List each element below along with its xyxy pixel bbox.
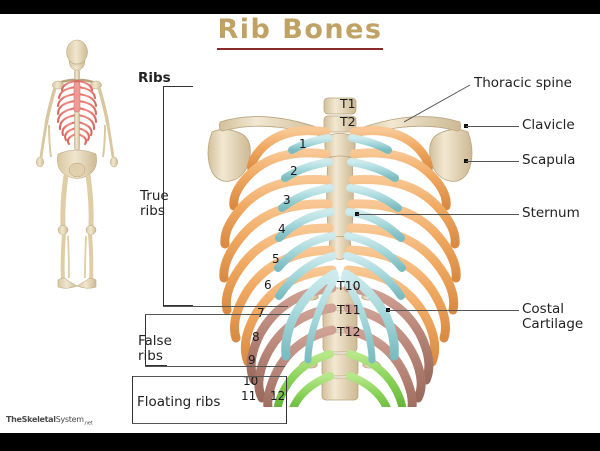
page-title: Rib Bones — [217, 14, 383, 50]
rib-number-8: 8 — [252, 330, 260, 344]
watermark-regular: System — [55, 415, 84, 424]
floating-ribs-leader-top — [132, 376, 287, 377]
scapula-left — [207, 129, 251, 182]
rib-number-11: 11 — [241, 389, 257, 403]
vertebra-label-T2: T2 — [340, 114, 356, 129]
rib-number-4: 4 — [278, 222, 286, 236]
true-ribs-group — [219, 126, 461, 367]
watermark-bold: TheSkeletal — [6, 415, 56, 424]
ribcage-illustration — [207, 97, 473, 407]
sternum-label: Sternum — [522, 205, 580, 221]
watermark-tld: .net — [83, 420, 93, 427]
clavicle-label: Clavicle — [522, 117, 575, 133]
floating-ribs-leader-bottom — [132, 423, 287, 424]
skeleton-thumbnail — [36, 39, 118, 289]
floating-ribs-label: Floating ribs — [137, 394, 221, 410]
floating-ribs-bracket-left — [132, 376, 134, 424]
costal-cartilage-group — [274, 134, 406, 364]
costal-cartilage-leader — [388, 310, 519, 311]
vertebra-label-T12: T12 — [337, 324, 361, 339]
rib-number-9: 9 — [248, 353, 256, 367]
ribs-heading: Ribs — [138, 70, 171, 86]
true-ribs-leader — [163, 306, 288, 307]
vertebra-label-T10: T10 — [337, 278, 361, 293]
thoracic-spine-leader — [404, 84, 471, 123]
scapula-label: Scapula — [522, 152, 576, 168]
page-title-wrap: Rib Bones — [0, 14, 600, 50]
rib-number-5: 5 — [272, 252, 280, 266]
rib-number-7: 7 — [257, 306, 265, 320]
floating-ribs-group — [273, 350, 407, 407]
scapula-right — [429, 129, 473, 182]
false-ribs-label: False ribs — [138, 333, 172, 364]
clavicle-leader — [466, 126, 519, 127]
rib-number-12: 12 — [270, 389, 286, 403]
vertebra-label-T1: T1 — [340, 96, 356, 111]
rib-number-2: 2 — [290, 164, 298, 178]
rib-number-10: 10 — [243, 374, 259, 388]
true-ribs-bracket — [163, 86, 193, 306]
costal-cartilage-label: Costal Cartilage — [522, 301, 584, 332]
false-ribs-leader-bottom — [145, 366, 285, 367]
rib-number-6: 6 — [264, 278, 272, 292]
true-ribs-label: True ribs — [140, 188, 169, 219]
vertebra-label-T11: T11 — [337, 302, 361, 317]
sternum-leader — [357, 214, 519, 215]
scapula-leader — [466, 161, 519, 162]
rib-number-3: 3 — [283, 193, 291, 207]
rib-number-1: 1 — [299, 137, 307, 151]
figure-canvas: Rib Bones — [0, 14, 600, 433]
site-watermark: TheSkeletalSystem.net — [6, 415, 93, 427]
false-ribs-leader-top — [145, 314, 290, 315]
floating-ribs-bracket-right — [286, 376, 288, 424]
thoracic-spine-label: Thoracic spine — [474, 75, 572, 91]
